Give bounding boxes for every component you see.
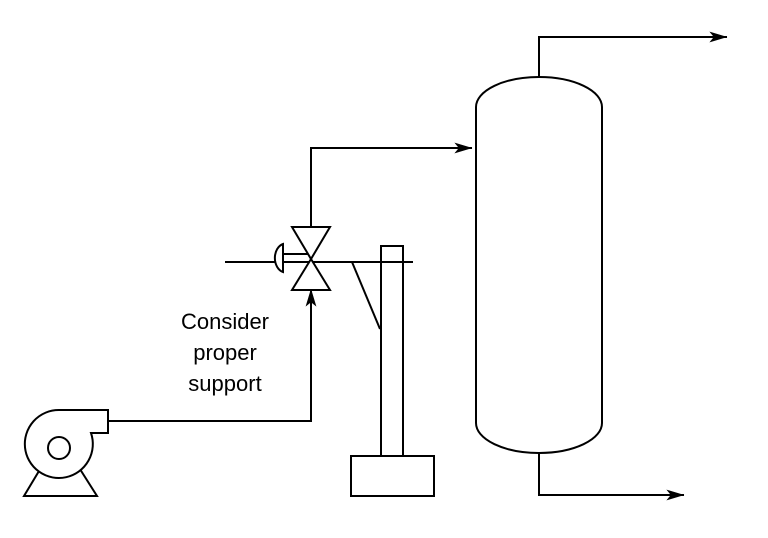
valve-handle-stem: [282, 253, 312, 263]
pipe-support: [350, 245, 435, 497]
support-base: [350, 455, 435, 497]
pump-discharge-pipe-arrow: [108, 288, 317, 422]
vessel-bottom-outlet-pipe-arrow: [538, 453, 685, 501]
centrifugal-pump: [22, 408, 109, 497]
support-brace-diagonal: [351, 261, 381, 330]
vessel: [475, 76, 603, 454]
vessel-inlet-pipe-arrow: [310, 142, 473, 227]
valve: [273, 226, 332, 291]
valve-body-top-triangle: [290, 226, 332, 261]
annotation-line-3: support: [188, 371, 261, 396]
valve-body-bottom-triangle: [290, 257, 332, 291]
annotation-line-2: proper: [193, 340, 257, 365]
annotation: Consider proper support: [181, 309, 269, 396]
vessel-top-outlet-pipe-arrow: [538, 31, 728, 77]
valve-handle: [273, 242, 284, 274]
support-column: [380, 245, 404, 457]
pump-impeller-eye: [47, 436, 71, 460]
annotation-line-1: Consider: [181, 309, 269, 334]
